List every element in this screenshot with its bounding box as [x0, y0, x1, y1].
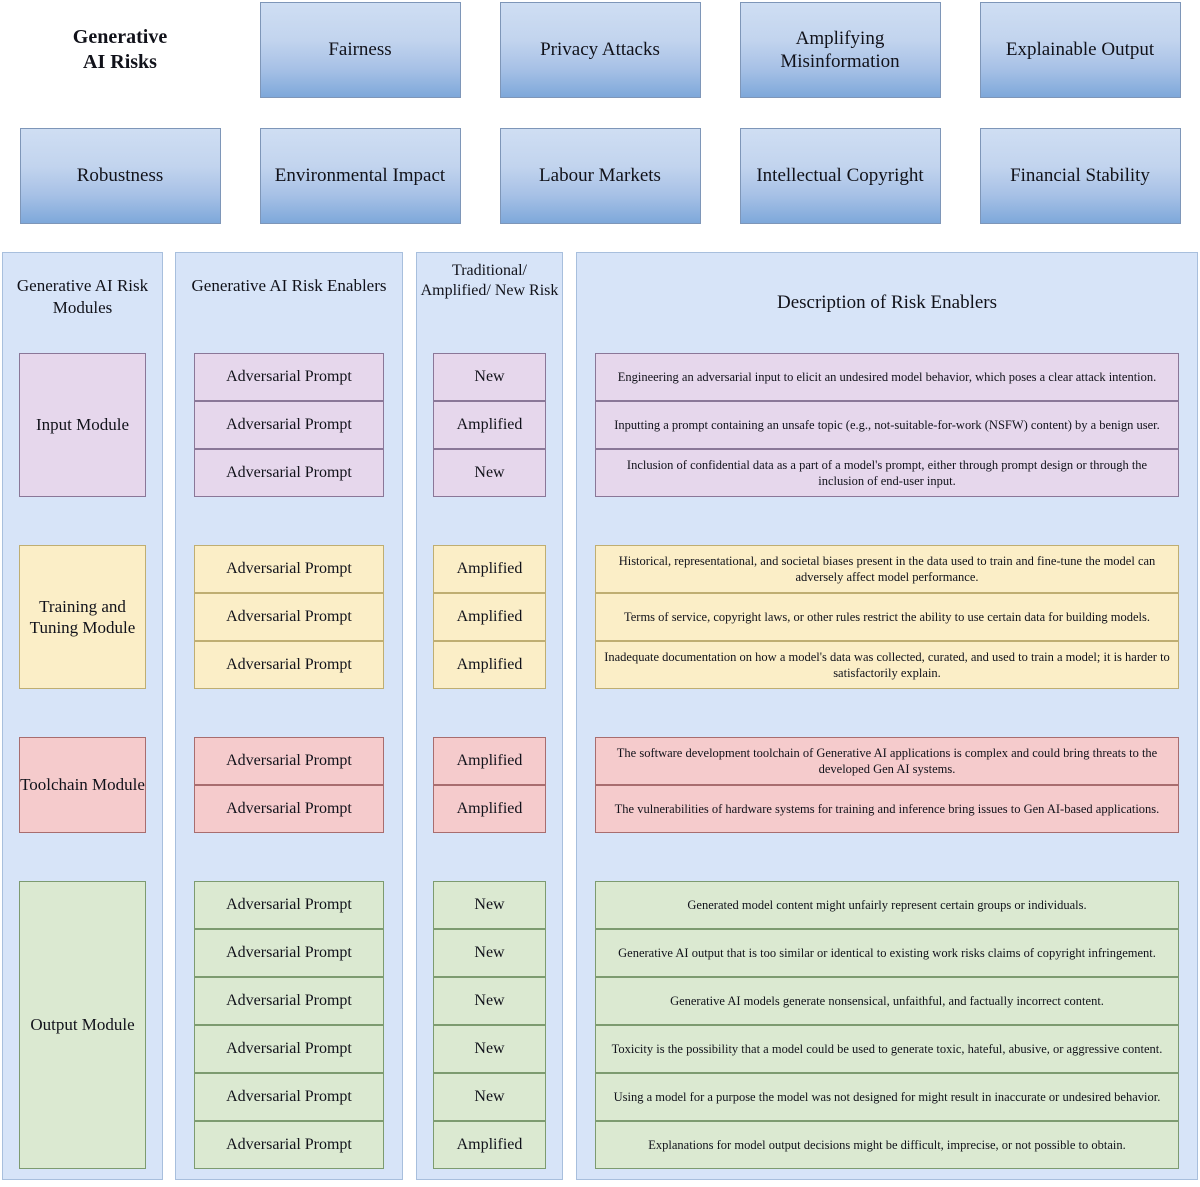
- enabler-cell[interactable]: Adversarial Prompt: [194, 737, 384, 785]
- risk-type-cell[interactable]: New: [433, 353, 546, 401]
- risk-type-cell[interactable]: New: [433, 929, 546, 977]
- risk-type-cell[interactable]: Amplified: [433, 593, 546, 641]
- enabler-cell[interactable]: Adversarial Prompt: [194, 1121, 384, 1169]
- description-cell: The vulnerabilities of hardware systems …: [595, 785, 1179, 833]
- description-cell: Inclusion of confidential data as a part…: [595, 449, 1179, 497]
- enabler-cell[interactable]: Adversarial Prompt: [194, 785, 384, 833]
- page-title-line-1: Generative: [72, 26, 168, 48]
- risk-box-robustness[interactable]: Robustness: [19, 128, 221, 224]
- description-cell: Generated model content might unfairly r…: [595, 881, 1179, 929]
- column-header-risk-type: Traditional/ Amplified/ New Risk: [420, 262, 559, 300]
- enabler-cell[interactable]: Adversarial Prompt: [194, 977, 384, 1025]
- risk-row-top: Generative AI Risks Fairness Privacy Att…: [0, 2, 1200, 98]
- generative-ai-risks-overview: Generative AI Risks Fairness Privacy Att…: [0, 0, 1200, 240]
- page-title: Generative AI Risks: [19, 2, 221, 98]
- risk-cell-environmental-impact: Environmental Impact: [240, 128, 480, 224]
- module-box-toolchain-module[interactable]: Toolchain Module: [19, 737, 146, 833]
- description-cell: Inadequate documentation on how a model'…: [595, 641, 1179, 689]
- description-cell: Terms of service, copyright laws, or oth…: [595, 593, 1179, 641]
- risk-box-financial-stability[interactable]: Financial Stability: [979, 128, 1181, 224]
- risk-type-cell[interactable]: Amplified: [433, 785, 546, 833]
- column-descriptions: Description of Risk Enablers Engineering…: [576, 252, 1198, 1180]
- enabler-cell[interactable]: Adversarial Prompt: [194, 641, 384, 689]
- risk-cell-labour-markets: Labour Markets: [480, 128, 720, 224]
- risk-type-cell[interactable]: Amplified: [433, 641, 546, 689]
- column-enablers: Generative AI Risk Enablers Adversarial …: [175, 252, 403, 1180]
- risk-box-amplifying-misinformation[interactable]: Amplifying Misinformation: [739, 2, 941, 98]
- risk-box-explainable-output[interactable]: Explainable Output: [979, 2, 1181, 98]
- module-box-input-module[interactable]: Input Module: [19, 353, 146, 497]
- risk-cell-explainable-output: Explainable Output: [960, 2, 1200, 98]
- description-cell: Generative AI models generate nonsensica…: [595, 977, 1179, 1025]
- description-cell: Engineering an adversarial input to elic…: [595, 353, 1179, 401]
- enabler-cell[interactable]: Adversarial Prompt: [194, 1025, 384, 1073]
- risk-cell-intellectual-copyright: Intellectual Copyright: [720, 128, 960, 224]
- risk-cell-fairness: Fairness: [240, 2, 480, 98]
- description-cell: Inputting a prompt containing an unsafe …: [595, 401, 1179, 449]
- module-box-output-module[interactable]: Output Module: [19, 881, 146, 1169]
- risk-row-bottom: Robustness Environmental Impact Labour M…: [0, 128, 1200, 224]
- risk-cell-amplifying-misinformation: Amplifying Misinformation: [720, 2, 960, 98]
- risk-box-privacy-attacks[interactable]: Privacy Attacks: [499, 2, 701, 98]
- risk-cell-robustness: Robustness: [0, 128, 240, 224]
- column-header-descriptions: Description of Risk Enablers: [776, 292, 998, 313]
- risk-type-cell[interactable]: New: [433, 449, 546, 497]
- enabler-cell[interactable]: Adversarial Prompt: [194, 449, 384, 497]
- risk-type-cell[interactable]: New: [433, 881, 546, 929]
- page-title-line-2: AI Risks: [83, 51, 157, 73]
- column-header-modules: Generative AI Risk Modules: [16, 276, 149, 317]
- description-cell: The software development toolchain of Ge…: [595, 737, 1179, 785]
- description-cell: Historical, representational, and societ…: [595, 545, 1179, 593]
- enabler-cell[interactable]: Adversarial Prompt: [194, 593, 384, 641]
- risk-box-environmental-impact[interactable]: Environmental Impact: [259, 128, 461, 224]
- risk-type-cell[interactable]: New: [433, 977, 546, 1025]
- risk-box-labour-markets[interactable]: Labour Markets: [499, 128, 701, 224]
- risk-type-cell[interactable]: Amplified: [433, 401, 546, 449]
- enabler-cell[interactable]: Adversarial Prompt: [194, 1073, 384, 1121]
- risk-box-fairness[interactable]: Fairness: [259, 2, 461, 98]
- risk-type-cell[interactable]: Amplified: [433, 1121, 546, 1169]
- risk-type-cell[interactable]: Amplified: [433, 737, 546, 785]
- description-cell: Explanations for model output decisions …: [595, 1121, 1179, 1169]
- description-cell: Using a model for a purpose the model wa…: [595, 1073, 1179, 1121]
- enabler-cell[interactable]: Adversarial Prompt: [194, 929, 384, 977]
- enabler-cell[interactable]: Adversarial Prompt: [194, 545, 384, 593]
- description-cell: Generative AI output that is too similar…: [595, 929, 1179, 977]
- enabler-cell[interactable]: Adversarial Prompt: [194, 401, 384, 449]
- risk-type-cell[interactable]: Amplified: [433, 545, 546, 593]
- risk-type-cell[interactable]: New: [433, 1025, 546, 1073]
- column-header-enablers: Generative AI Risk Enablers: [191, 276, 387, 295]
- risk-cell-privacy-attacks: Privacy Attacks: [480, 2, 720, 98]
- description-cell: Toxicity is the possibility that a model…: [595, 1025, 1179, 1073]
- risk-title-cell: Generative AI Risks: [0, 2, 240, 98]
- module-box-training-and-tuning-module[interactable]: Training and Tuning Module: [19, 545, 146, 689]
- risk-cell-financial-stability: Financial Stability: [960, 128, 1200, 224]
- enabler-cell[interactable]: Adversarial Prompt: [194, 353, 384, 401]
- enabler-cell[interactable]: Adversarial Prompt: [194, 881, 384, 929]
- risk-box-intellectual-copyright[interactable]: Intellectual Copyright: [739, 128, 941, 224]
- risk-type-cell[interactable]: New: [433, 1073, 546, 1121]
